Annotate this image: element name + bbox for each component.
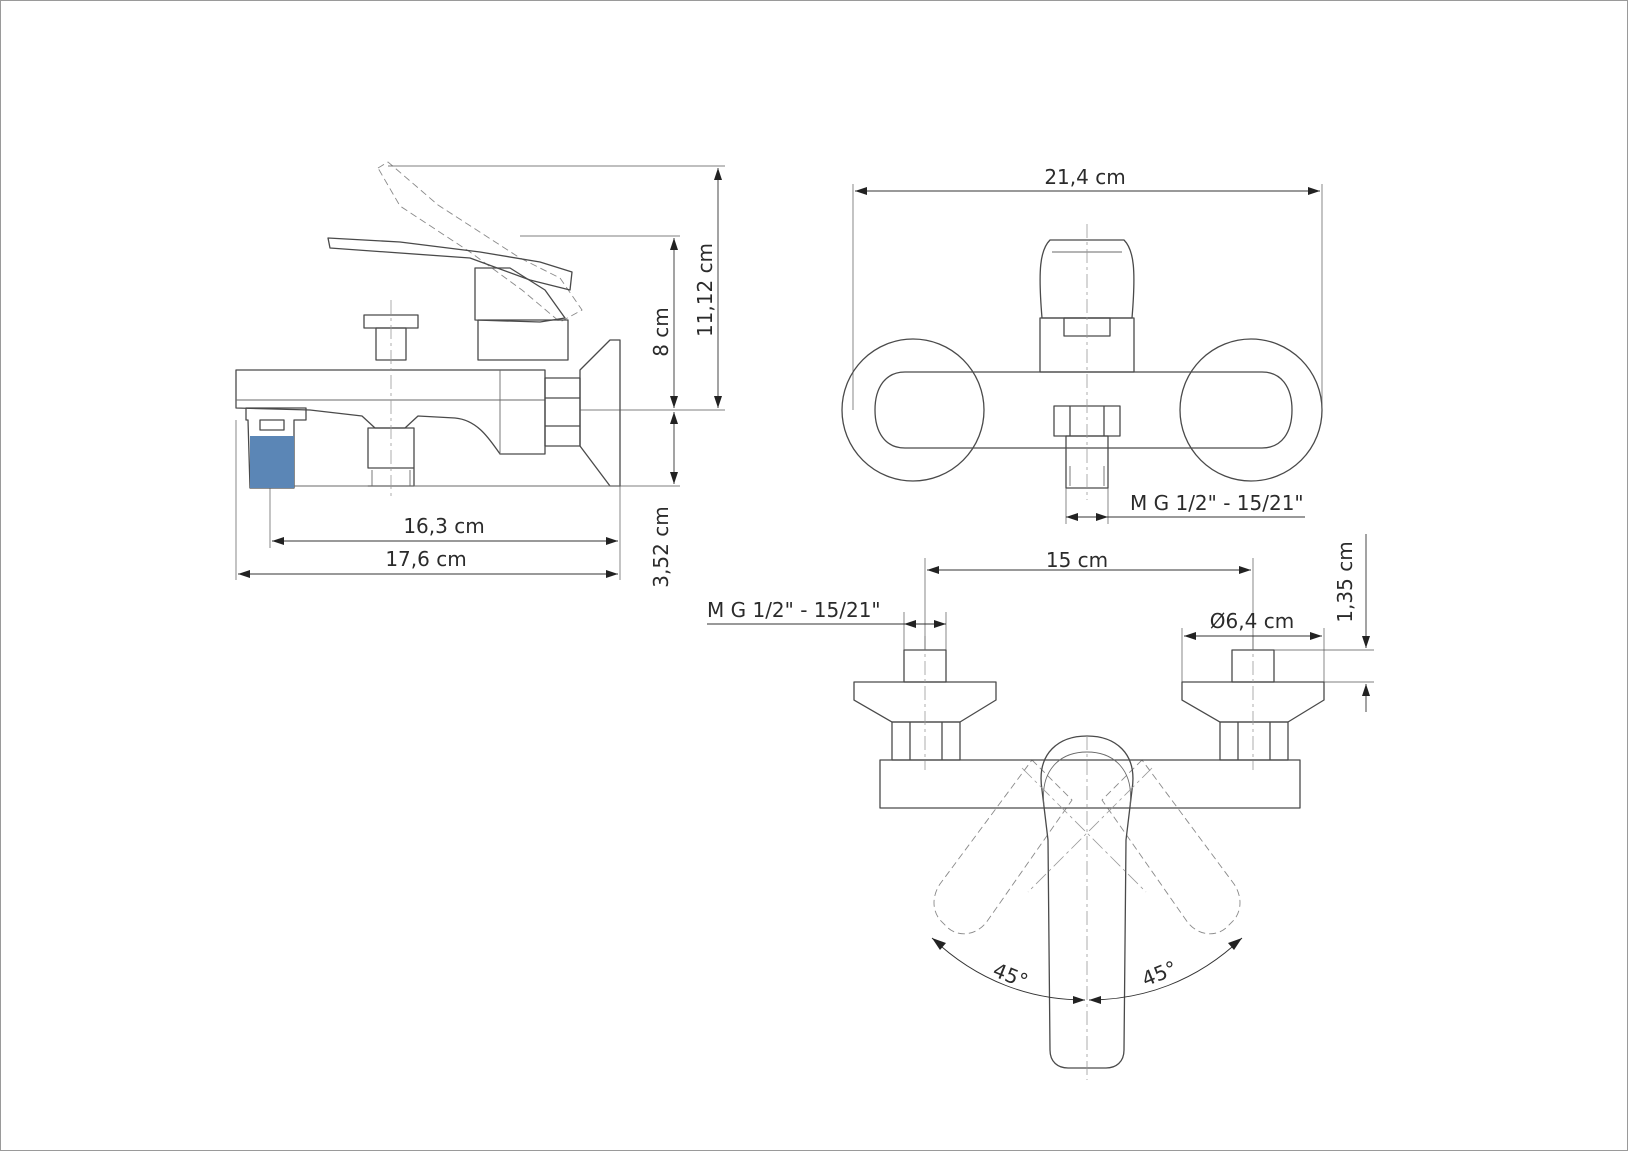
side-body-inner-line	[236, 370, 545, 454]
front-view	[841, 224, 1323, 500]
top-handle-right-rotated	[1101, 759, 1241, 935]
front-outlet-thread	[1069, 466, 1105, 486]
side-cartridge	[474, 267, 566, 323]
top-diagonal-left	[1021, 767, 1147, 893]
front-handle	[1039, 239, 1135, 319]
top-right-hex	[1219, 721, 1289, 761]
side-handle-raised	[377, 161, 583, 323]
side-handle-lever	[327, 237, 573, 291]
side-diverter-stem	[375, 327, 407, 361]
label-top-thread: M G 1/2" - 15/21"	[707, 598, 881, 622]
side-spout-highlight	[250, 436, 294, 488]
label-side-length-inner: 16,3 cm	[403, 514, 484, 538]
front-nut	[1063, 317, 1111, 337]
side-outlet-thread	[371, 470, 411, 486]
label-angle-right: 45°	[1138, 956, 1180, 992]
top-angle-arc-right	[1088, 937, 1243, 1001]
side-cartridge-base	[477, 319, 569, 361]
side-wall-flange	[579, 339, 621, 487]
front-flange-left	[841, 338, 985, 482]
top-handle-left-rotated	[933, 759, 1073, 935]
top-angle-arc-left	[931, 937, 1086, 1001]
front-body	[874, 371, 1293, 449]
front-dimensions	[852, 184, 1323, 524]
label-front-width: 21,4 cm	[1044, 165, 1125, 189]
top-diagonal-right	[1027, 767, 1153, 893]
front-hex-lower	[1053, 405, 1121, 437]
label-angle-left: 45°	[990, 958, 1032, 994]
label-side-length-total: 17,6 cm	[385, 547, 466, 571]
top-view	[853, 636, 1325, 1080]
label-top-diameter: Ø6,4 cm	[1210, 609, 1294, 633]
top-left-hex	[891, 721, 961, 761]
label-top-centers: 15 cm	[1046, 548, 1108, 572]
label-side-height-lower: 3,52 cm	[649, 506, 673, 587]
front-flange-right	[1179, 338, 1323, 482]
side-view	[235, 161, 621, 498]
side-dimensions	[235, 165, 725, 580]
top-handle-center-inner	[1043, 751, 1131, 806]
top-main-body	[879, 759, 1301, 809]
side-spout-cap	[259, 419, 285, 431]
label-front-thread: M G 1/2" - 15/21"	[1130, 491, 1304, 515]
top-dimensions	[707, 534, 1374, 1004]
label-side-height-upper: 8 cm	[649, 307, 673, 357]
top-handle-center	[1040, 735, 1134, 1069]
side-diverter-knob	[363, 314, 419, 329]
label-top-height: 1,35 cm	[1333, 541, 1357, 622]
side-hex-nut	[544, 377, 581, 447]
label-side-height-total: 11,12 cm	[693, 243, 717, 337]
